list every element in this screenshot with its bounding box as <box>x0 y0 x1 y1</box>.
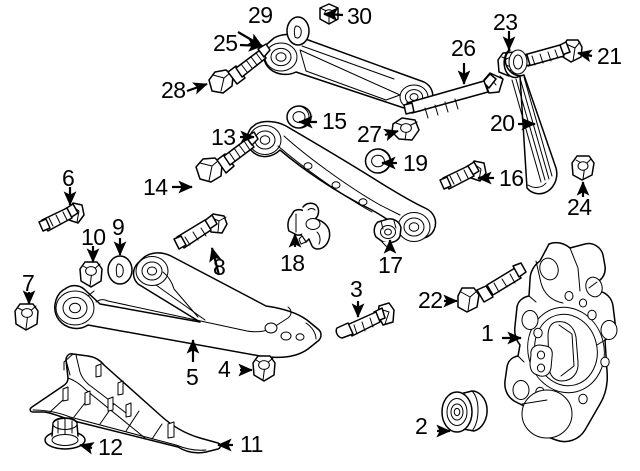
leader-28 <box>186 82 208 95</box>
callout-15[interactable]: 15 <box>322 108 347 134</box>
callout-18[interactable]: 18 <box>280 250 305 276</box>
callout-16[interactable]: 16 <box>499 165 524 191</box>
callout-8[interactable]: 8 <box>213 254 226 280</box>
callout-22[interactable]: 22 <box>418 287 443 313</box>
part-splash-shield <box>29 353 221 454</box>
leader-21 <box>577 49 593 63</box>
leader-29 <box>237 31 263 47</box>
part-bushing-15 <box>286 105 312 129</box>
callout-1[interactable]: 1 <box>481 320 494 346</box>
callout-20[interactable]: 20 <box>490 110 515 136</box>
callout-10[interactable]: 10 <box>81 224 106 250</box>
callout-30[interactable]: 30 <box>347 3 372 29</box>
part-bolt-21 <box>519 39 583 67</box>
part-bolt-16 <box>439 160 487 190</box>
callout-25[interactable]: 25 <box>213 30 238 56</box>
callout-4[interactable]: 4 <box>218 356 231 382</box>
callout-24[interactable]: 24 <box>567 194 592 220</box>
part-brake-hose-clip <box>373 218 402 248</box>
callout-7[interactable]: 7 <box>22 270 35 296</box>
callout-28[interactable]: 28 <box>161 77 186 103</box>
part-bolt-6 <box>38 202 85 232</box>
part-bolt-3 <box>335 302 395 339</box>
part-washer-29 <box>286 16 310 46</box>
callout-17[interactable]: 17 <box>378 252 403 278</box>
part-upper-control-arm <box>262 33 434 112</box>
callout-19[interactable]: 19 <box>403 150 428 176</box>
part-bushing-19 <box>364 148 392 174</box>
leader-30 <box>323 8 344 22</box>
part-lateral-control-arm <box>246 120 437 242</box>
callout-5[interactable]: 5 <box>186 364 199 390</box>
leader-27 <box>383 128 399 142</box>
part-bolt-28 <box>208 43 271 94</box>
leader-lines <box>22 8 593 455</box>
part-shield-grommet <box>44 417 86 450</box>
callout-12[interactable]: 12 <box>98 434 123 460</box>
part-bolt-8 <box>173 213 228 250</box>
part-hex-nut-10 <box>79 261 103 288</box>
part-hex-nut-7 <box>14 303 39 331</box>
callout-3[interactable]: 3 <box>350 276 363 302</box>
callout-26[interactable]: 26 <box>451 35 476 61</box>
callout-13[interactable]: 13 <box>211 124 236 150</box>
part-lower-control-arm <box>54 252 322 359</box>
part-washer-9 <box>107 255 133 285</box>
leader-25 <box>239 39 263 52</box>
callout-6[interactable]: 6 <box>62 165 75 191</box>
part-knuckle-bushing <box>441 390 488 433</box>
part-hex-nut-27 <box>391 117 420 141</box>
callout-21[interactable]: 21 <box>597 43 622 69</box>
leader-12 <box>79 442 95 455</box>
part-hex-nut-4 <box>252 355 276 382</box>
callout-29[interactable]: 29 <box>248 2 273 28</box>
callout-2[interactable]: 2 <box>415 413 428 439</box>
part-steering-knuckle <box>504 241 618 443</box>
leader-8 <box>209 247 222 276</box>
part-bolt-26 <box>403 72 504 119</box>
callout-27[interactable]: 27 <box>357 121 382 147</box>
callout-11[interactable]: 11 <box>240 431 263 457</box>
callout-23[interactable]: 23 <box>493 9 518 35</box>
part-bolt-22 <box>457 262 527 313</box>
callout-14[interactable]: 14 <box>143 174 168 200</box>
callout-9[interactable]: 9 <box>112 214 125 240</box>
part-flange-nut-24 <box>571 155 595 181</box>
